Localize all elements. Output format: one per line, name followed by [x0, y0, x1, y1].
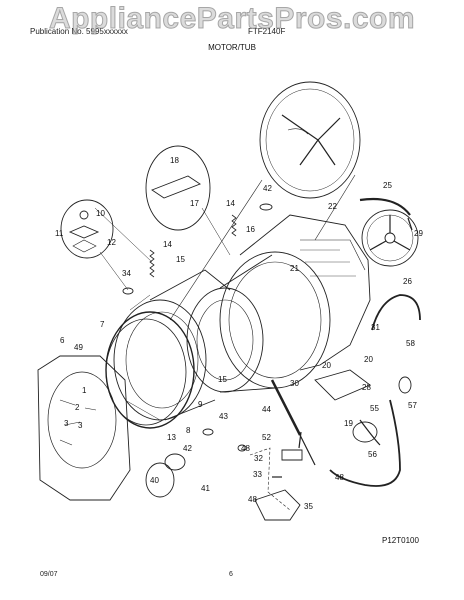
- callout-31a: 31: [371, 323, 380, 332]
- callout-6: 6: [60, 336, 65, 345]
- drawing-code: P12T0100: [382, 536, 419, 545]
- callout-48a: 48: [241, 444, 250, 453]
- callout-14b: 14: [226, 199, 235, 208]
- footer-page: 6: [229, 571, 233, 578]
- callout-33: 33: [253, 470, 262, 479]
- callout-32: 32: [254, 454, 263, 463]
- filter-detail: [60, 199, 153, 291]
- callout-8: 8: [186, 426, 191, 435]
- hoses: [329, 294, 421, 487]
- callout-26: 26: [403, 277, 412, 286]
- callout-14: 14: [163, 240, 172, 249]
- callout-48b: 48: [248, 495, 257, 504]
- callout-55: 55: [370, 404, 379, 413]
- callout-19: 19: [344, 419, 353, 428]
- door-boot: [105, 311, 195, 429]
- callout-42b: 42: [263, 184, 272, 193]
- lower-components: [145, 369, 371, 521]
- callout-21: 21: [290, 264, 299, 273]
- spider-detail-callout: [169, 81, 361, 321]
- callout-3b: 3: [78, 421, 83, 430]
- callout-labels: 18 10 17 11 12 14 34 15 7 6 49 1 2 3 3 1…: [55, 156, 423, 511]
- callout-34: 34: [122, 269, 131, 278]
- callout-16: 16: [246, 225, 255, 234]
- callout-48c: 48: [335, 473, 344, 482]
- callout-20a: 20: [322, 361, 331, 370]
- callout-17: 17: [190, 199, 199, 208]
- callout-12: 12: [107, 238, 116, 247]
- callout-13: 13: [167, 433, 176, 442]
- callout-18: 18: [170, 156, 179, 165]
- callout-15b: 15: [218, 375, 227, 384]
- callout-10: 10: [96, 209, 105, 218]
- callout-58: 58: [406, 339, 415, 348]
- drum: [186, 254, 276, 393]
- springs: [149, 214, 237, 278]
- callout-44: 44: [262, 405, 271, 414]
- callout-22: 22: [328, 202, 337, 211]
- page-title: MOTOR/TUB: [208, 43, 256, 52]
- callout-42a: 42: [183, 444, 192, 453]
- callout-15: 15: [176, 255, 185, 264]
- callout-41: 41: [201, 484, 210, 493]
- callout-25: 25: [383, 181, 392, 190]
- footer-date: 09/07: [40, 571, 58, 578]
- callout-40: 40: [150, 476, 159, 485]
- callout-35: 35: [304, 502, 313, 511]
- callout-52: 52: [262, 433, 271, 442]
- front-tub: [113, 269, 231, 421]
- front-panel: [37, 355, 131, 501]
- publication-number: Publication No. 5995xxxxxx: [30, 27, 128, 36]
- callout-9: 9: [198, 400, 203, 409]
- callout-1: 1: [82, 386, 87, 395]
- callout-20b: 20: [364, 355, 373, 364]
- callout-57: 57: [408, 401, 417, 410]
- rear-tub: [219, 214, 371, 389]
- callout-30: 30: [290, 379, 299, 388]
- pulley: [359, 197, 419, 267]
- small-parts: [122, 203, 413, 511]
- model-number: FTF2140F: [248, 27, 286, 36]
- pad-detail: [145, 145, 231, 256]
- callout-3a: 3: [64, 419, 69, 428]
- callout-43: 43: [219, 412, 228, 421]
- callout-7: 7: [100, 320, 105, 329]
- callout-28: 28: [362, 383, 371, 392]
- callout-49: 49: [74, 343, 83, 352]
- callout-29: 29: [414, 229, 423, 238]
- callout-56: 56: [368, 450, 377, 459]
- callout-2: 2: [75, 403, 80, 412]
- callout-11: 11: [55, 229, 64, 238]
